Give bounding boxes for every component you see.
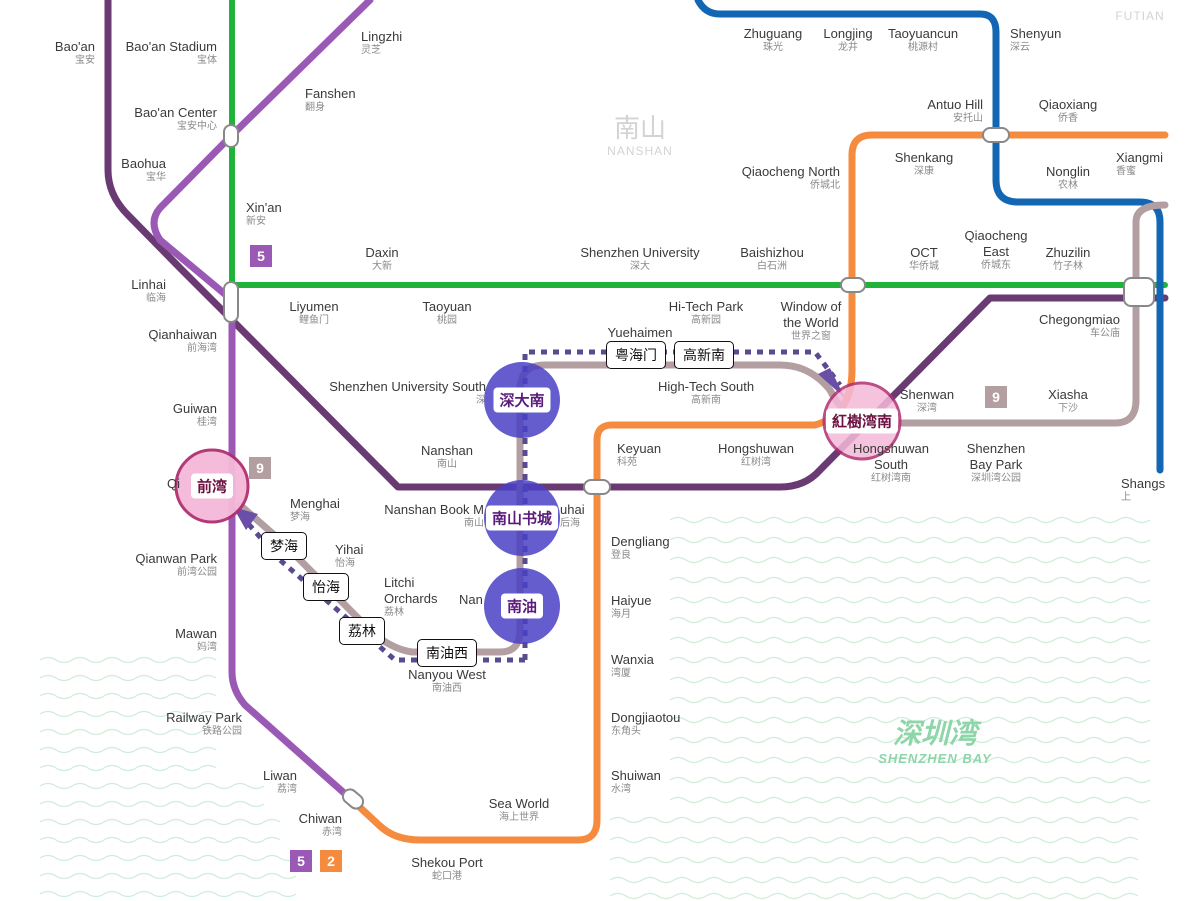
bay-water-waves bbox=[39, 516, 1151, 900]
line-badge: 5 bbox=[250, 245, 272, 267]
line-badge: 5 bbox=[290, 850, 312, 872]
interchange-marker[interactable] bbox=[982, 127, 1010, 143]
highlight-label-qianwan: 前湾 bbox=[190, 473, 234, 499]
route-label-gaoxinnan: 高新南 bbox=[674, 341, 734, 369]
station-yuehaimen[interactable]: Yuehaimen bbox=[607, 325, 673, 340]
interchange-marker[interactable] bbox=[223, 124, 239, 148]
district-label-nanshan: 南山 NANSHAN bbox=[607, 113, 673, 158]
highlight-label-nanyou: 南油 bbox=[500, 593, 544, 619]
highlight-label-shendanan: 深大南 bbox=[493, 387, 551, 413]
line-2-path bbox=[348, 131, 1169, 844]
bay-label: 深圳湾 SHENZHEN BAY bbox=[878, 718, 992, 766]
highlight-label-hongshuwannan: 紅樹湾南 bbox=[825, 408, 899, 434]
interchange-marker[interactable] bbox=[840, 277, 866, 293]
route-label-yuehaimen: 粤海门 bbox=[606, 341, 666, 369]
route-label-nanyouxi: 南油西 bbox=[417, 639, 477, 667]
interchange-marker[interactable] bbox=[223, 281, 239, 323]
line-badge: 2 bbox=[320, 850, 342, 872]
route-label-menghai: 梦海 bbox=[261, 532, 307, 560]
line-5-path bbox=[150, 0, 374, 804]
interchange-marker[interactable] bbox=[1123, 277, 1155, 307]
district-label-futian: FUTIAN bbox=[1115, 9, 1165, 23]
interchange-marker[interactable] bbox=[583, 479, 611, 495]
interchange-marker[interactable] bbox=[340, 787, 366, 812]
station-nanyou[interactable]: Nan bbox=[459, 592, 483, 607]
route-arrow-west bbox=[233, 507, 258, 530]
line-badge: 9 bbox=[249, 457, 271, 479]
station-qianwan-partial[interactable]: Qi bbox=[167, 476, 180, 491]
route-label-lilin: 荔林 bbox=[339, 617, 385, 645]
route-label-yihai: 怡海 bbox=[303, 573, 349, 601]
line-badge: 9 bbox=[985, 386, 1007, 408]
highlight-label-nanshanshucheng: 南山书城 bbox=[485, 505, 559, 531]
